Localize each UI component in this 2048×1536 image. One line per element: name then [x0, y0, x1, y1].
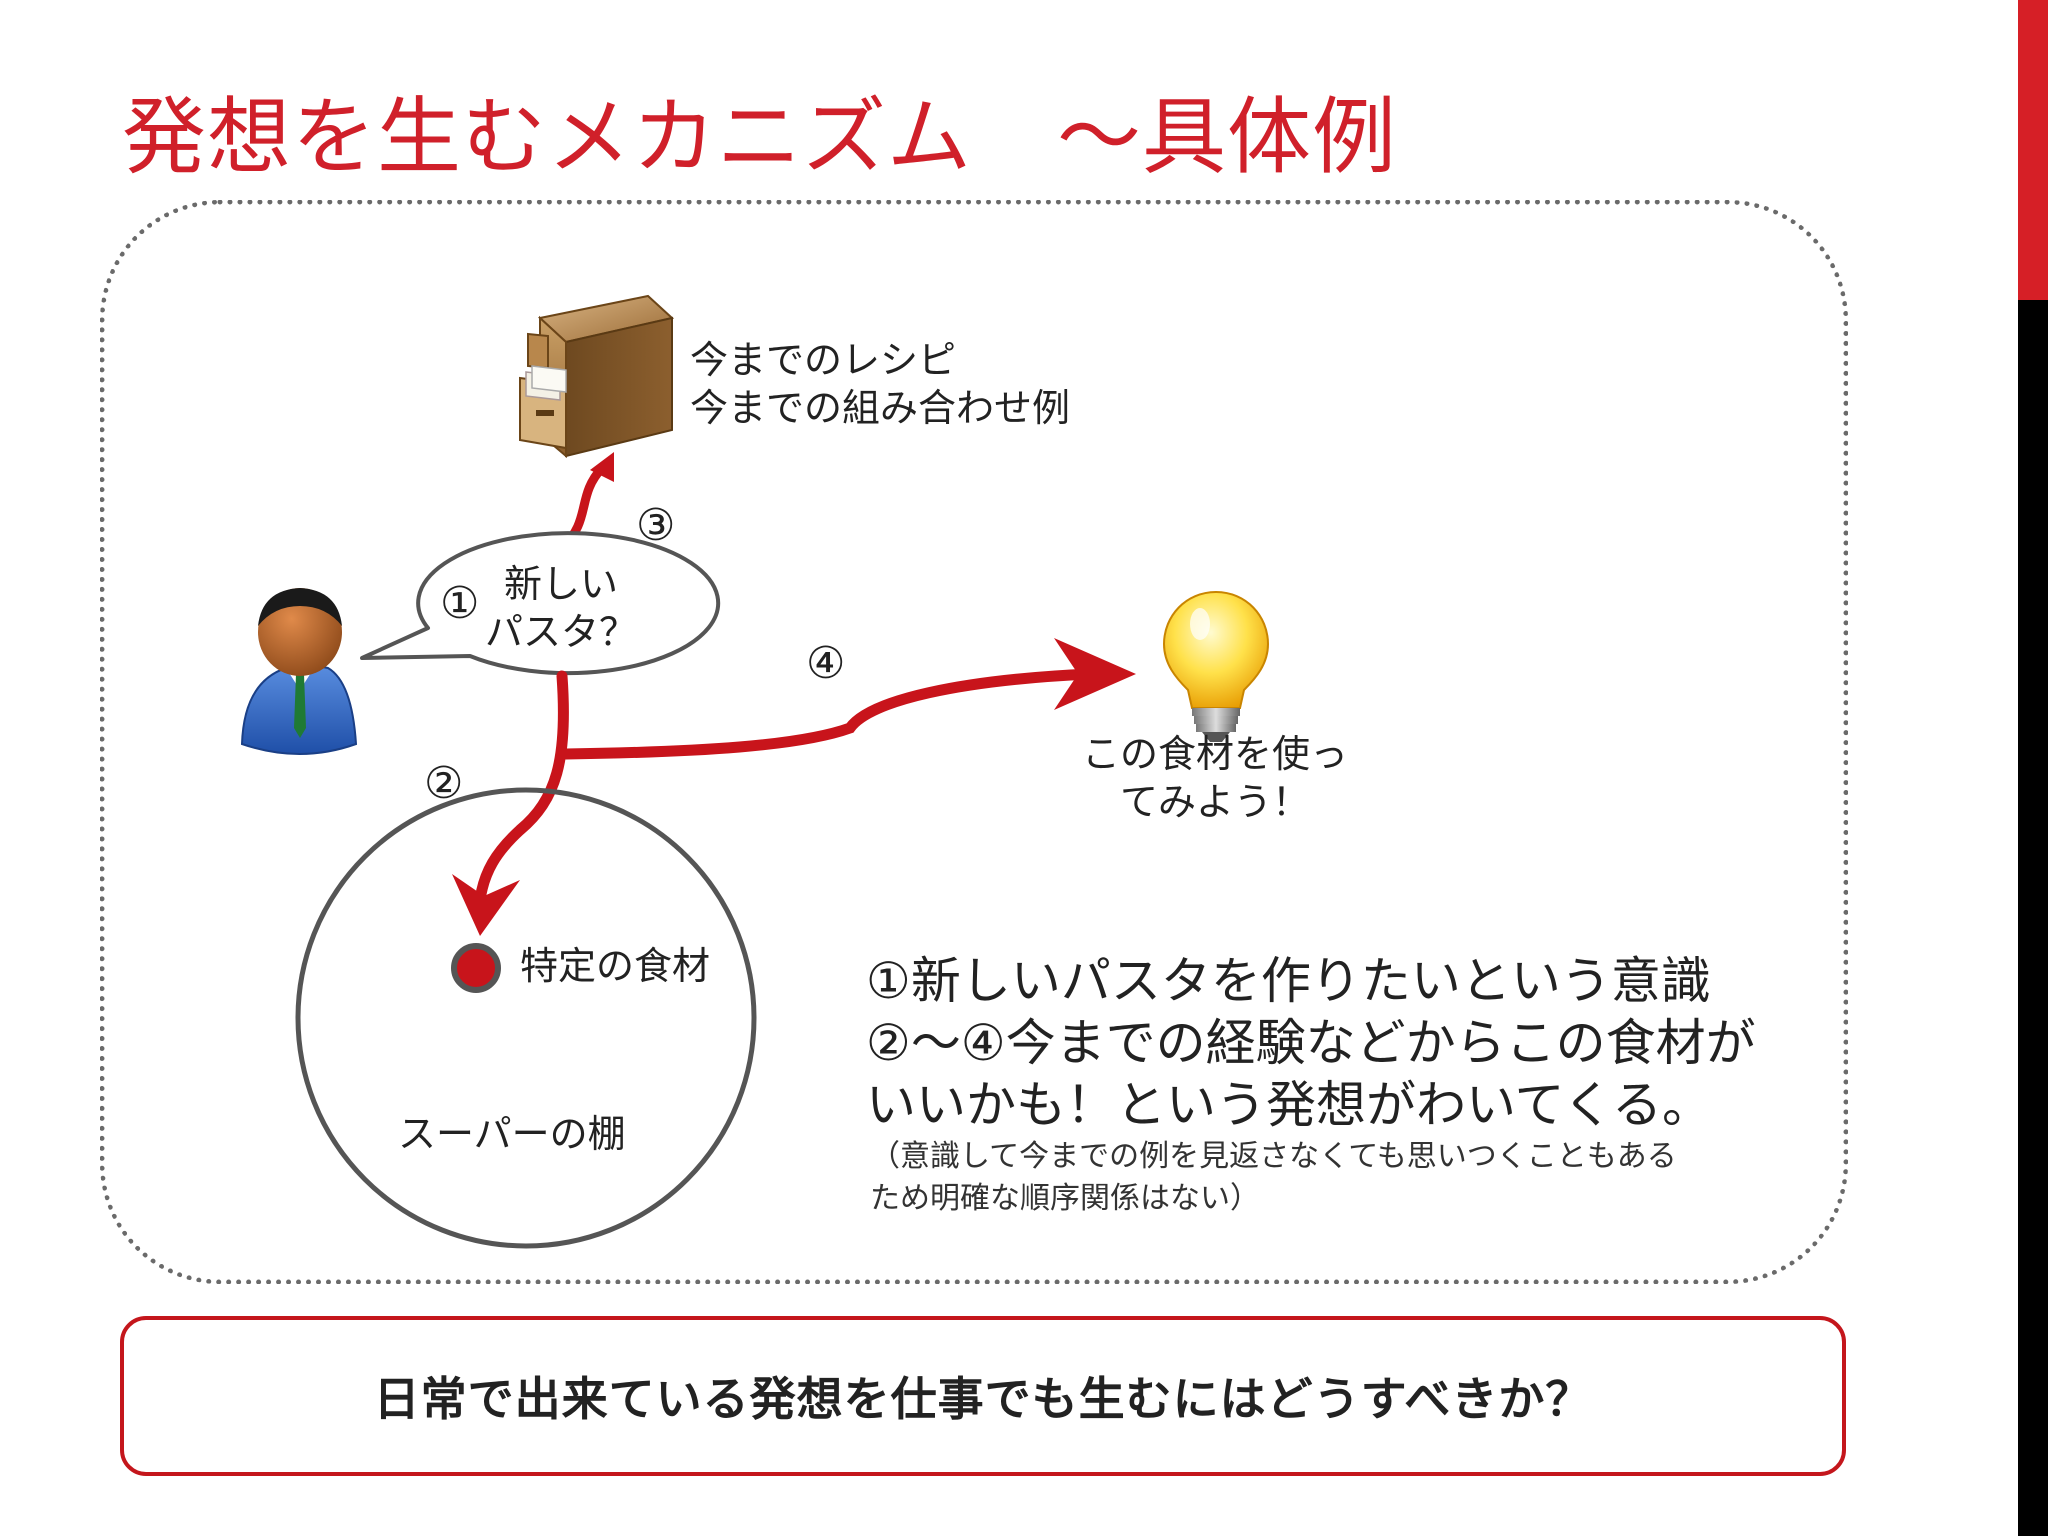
- explanation-line: いいかも！という発想がわいてくる。: [866, 1076, 1712, 1134]
- explanation-note-line: （意識して今までの例を見返さなくても思いつくこともある: [870, 1139, 1677, 1174]
- person-icon: [240, 588, 358, 755]
- lightbulb-label: この食材を使っ てみよう！: [1060, 730, 1370, 826]
- file-cabinet-icon: [519, 294, 675, 459]
- step-four-marker: ④: [806, 638, 846, 689]
- step-three-marker: ③: [636, 500, 676, 551]
- ingredient-label: 特定の食材: [520, 944, 711, 988]
- slide-title: 発想を生むメカニズム ～具体例: [122, 88, 1398, 186]
- explanation: ①新しいパスタを作りたいという意識 ②～④今までの経験などからこの食材が いいか…: [866, 950, 1756, 1136]
- bubble-text-line: パスタ？: [484, 610, 637, 654]
- explanation-line: ②～④今までの経験などからこの食材が: [866, 1014, 1756, 1072]
- explanation-note: （意識して今までの例を見返さなくても思いつくこともある ため明確な順序関係はない…: [870, 1136, 1677, 1220]
- bubble-text-line: 新しい: [503, 562, 618, 606]
- ingredient-dot: [451, 943, 501, 993]
- arrow-two: [452, 670, 569, 936]
- cabinet-label-line: 今までのレシピ: [690, 338, 957, 382]
- speech-bubble: [360, 531, 721, 676]
- explanation-line: ①新しいパスタを作りたいという意識: [866, 952, 1711, 1010]
- explanation-note-line: ため明確な順序関係はない）: [870, 1181, 1260, 1216]
- accent-bar-red: [2018, 0, 2048, 300]
- lightbulb-icon: [1162, 590, 1270, 742]
- question-box: 日常で出来ている発想を仕事でも生むにはどうすべきか？: [120, 1316, 1846, 1476]
- step-one-marker: ①: [440, 578, 480, 629]
- lightbulb-label-line: この食材を使っ: [1081, 732, 1348, 776]
- shelf-circle: [295, 787, 757, 1249]
- question-text: 日常で出来ている発想を仕事でも生むにはどうすべきか？: [373, 1372, 1593, 1426]
- diagram-frame: [100, 200, 1848, 1284]
- lightbulb-label-line: てみよう！: [1119, 780, 1310, 824]
- bubble-text: 新しい パスタ？: [476, 560, 646, 656]
- cabinet-label: 今までのレシピ 今までの組み合わせ例: [690, 336, 1070, 432]
- arrow-four: [560, 638, 1136, 760]
- shelf-label: スーパーの棚: [398, 1112, 626, 1156]
- cabinet-label-line: 今までの組み合わせ例: [690, 386, 1071, 430]
- accent-bar-black: [2018, 300, 2048, 1536]
- step-two-marker: ②: [424, 758, 464, 809]
